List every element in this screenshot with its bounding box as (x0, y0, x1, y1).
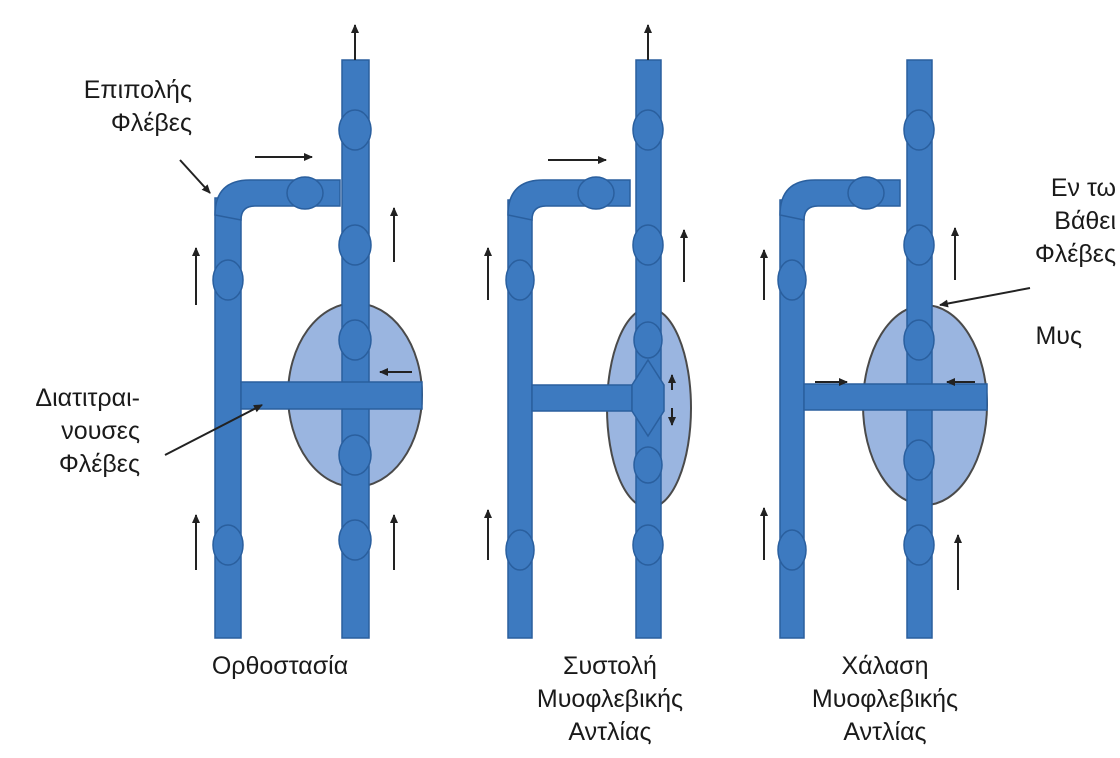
label-line: Διατιτραι- (35, 382, 140, 415)
caption-relaxation: Χάλαση Μυοφλεβικής Αντλίας (775, 650, 995, 749)
label-line: Φλέβες (84, 107, 192, 140)
caption-line: Συστολή (500, 650, 720, 683)
caption-line: Ορθοστασία (180, 650, 380, 683)
caption-standing: Ορθοστασία (180, 650, 380, 683)
label-line: Μυς (1035, 320, 1082, 353)
label-muscle: Μυς (1035, 320, 1082, 353)
label-line: Εν τω (1035, 172, 1116, 205)
caption-line: Χάλαση (775, 650, 995, 683)
caption-line: Αντλίας (500, 716, 720, 749)
panel-relaxation (764, 60, 1030, 638)
panel-contraction (488, 25, 691, 638)
caption-contraction: Συστολή Μυοφλεβικής Αντλίας (500, 650, 720, 749)
label-perforating-veins: Διατιτραι- νουσες Φλέβες (35, 382, 140, 481)
label-line: Φλέβες (1035, 238, 1116, 271)
caption-line: Μυοφλεβικής (775, 683, 995, 716)
panel-standing (165, 25, 422, 638)
label-line: Επιπολής (84, 74, 192, 107)
label-line: νουσες (35, 415, 140, 448)
caption-line: Μυοφλεβικής (500, 683, 720, 716)
label-deep-veins: Εν τω Βάθει Φλέβες (1035, 172, 1116, 271)
label-line: Βάθει (1035, 205, 1116, 238)
caption-line: Αντλίας (775, 716, 995, 749)
label-line: Φλέβες (35, 448, 140, 481)
flow-arrows (165, 25, 412, 570)
label-superficial-veins: Επιπολής Φλέβες (84, 74, 192, 140)
